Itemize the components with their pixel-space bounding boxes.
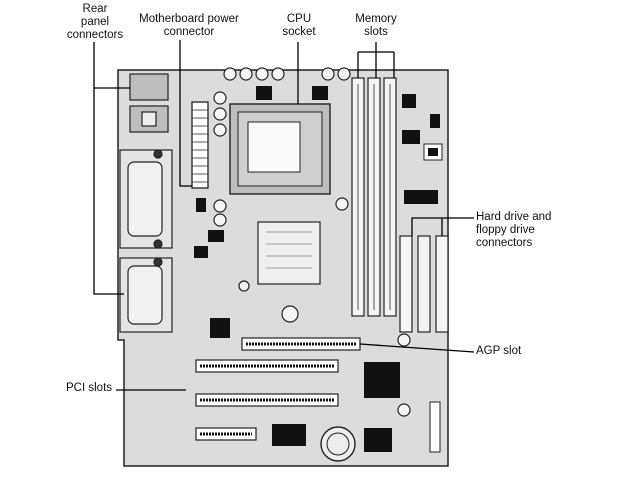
misc-chips [194,94,440,338]
agp-slot [241,337,361,351]
drive-connectors [399,235,449,333]
chipset [257,221,321,285]
rear-panel-connectors [119,73,173,333]
bios-chip [272,424,306,446]
motherboard-power-label: Motherboard power connector [139,13,239,38]
cmos-battery [320,426,356,462]
misc-chip [428,148,438,156]
rear-panel-label: Rear panel connectors [66,3,124,41]
power-connector [191,101,209,189]
drive-connectors-label: Hard drive and floppy drive connectors [476,211,552,249]
memory-slots-label: Memory slots [355,13,397,38]
capacitors [213,67,411,417]
agp-slot-label: AGP slot [476,345,522,357]
south-bridge-chip [364,362,400,398]
vrm-chip [256,86,272,100]
pci-slots-label: PCI slots [66,382,113,394]
front-panel-header [429,401,441,453]
io-chip [364,428,392,452]
leader-lines [93,40,475,391]
vrm-chip [312,86,328,100]
cpu-socket [229,103,331,195]
cpu-socket-label: CPU socket [282,13,316,38]
